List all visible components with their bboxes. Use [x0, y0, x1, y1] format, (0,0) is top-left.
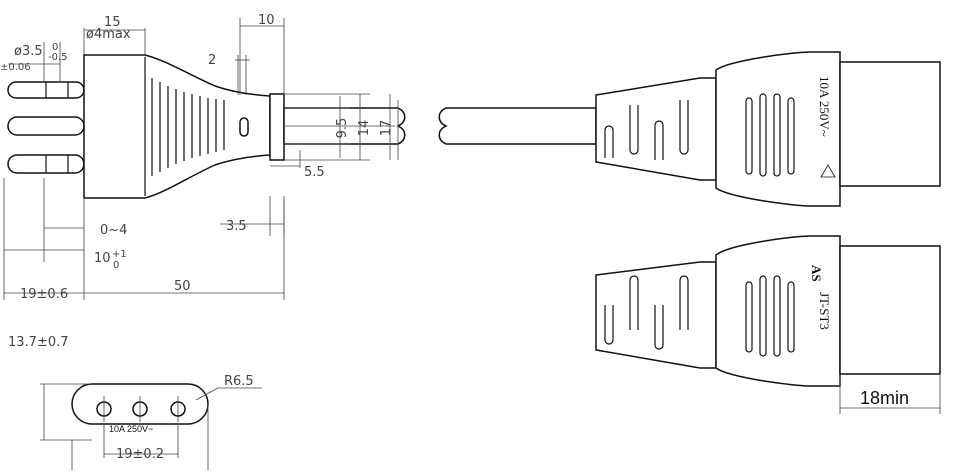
dim-10-tol-sub: 0	[113, 260, 119, 271]
dim-10: 10	[258, 13, 275, 28]
dim-r6-5: R6.5	[224, 374, 254, 389]
plug-collar	[269, 93, 285, 161]
plug-pins	[7, 81, 85, 174]
dim-2: 2	[208, 53, 216, 68]
plug-grip-ribs	[151, 78, 225, 176]
dim-9-5: 9.5	[335, 118, 350, 139]
connector-side-view: 10A 250V~	[595, 51, 941, 207]
dim-10-tol: 10	[94, 251, 111, 266]
dim-4max: ø4max	[86, 27, 131, 42]
plug-dimension-lines	[3, 18, 399, 300]
connector-rating-text: 10A 250V~	[817, 76, 832, 137]
dim-3-5: ø3.5	[14, 44, 43, 59]
dim-5-5: 5.5	[304, 165, 325, 180]
dim-3-5-tol-top: 0	[52, 42, 58, 53]
face-plate-text: 10A 250V~	[109, 424, 153, 434]
dim-19: 19±0.6	[20, 287, 68, 302]
face-dimension-lines	[40, 383, 262, 470]
dim-50: 50	[174, 279, 191, 294]
vde-mark	[820, 164, 836, 178]
plug-face-view: 10A 250V~	[71, 383, 209, 434]
dim-15: 15	[104, 15, 121, 30]
dim-3-5-bottom: 3.5	[226, 219, 247, 234]
plug-side-view	[7, 54, 406, 199]
dim-3-5-tol-bottom: -0.5	[48, 52, 68, 63]
connector-top-view: AS JT-ST3	[595, 235, 941, 387]
cable-to-connector	[438, 107, 597, 145]
dim-17: 17	[379, 120, 394, 137]
dim-14: 14	[357, 120, 372, 137]
dim-0-4: 0~4	[100, 223, 127, 238]
connector-logo: AS	[809, 265, 824, 282]
dim-10-tol-sup: +1	[112, 249, 127, 260]
connector-model-text: JT-ST3	[817, 292, 832, 330]
dim-0-06: ±0.06	[0, 62, 31, 73]
dim-19-face: 19±0.2	[116, 447, 164, 462]
connector-dimension-lines	[839, 374, 941, 414]
dim-13-7: 13.7±0.7	[8, 335, 69, 350]
dim-18min: 18min	[860, 388, 909, 408]
